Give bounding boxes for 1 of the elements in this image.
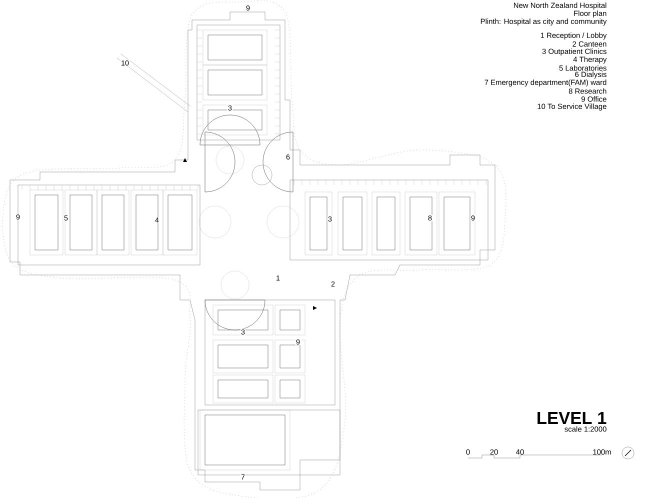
level-heading: LEVEL 1 (538, 412, 606, 424)
